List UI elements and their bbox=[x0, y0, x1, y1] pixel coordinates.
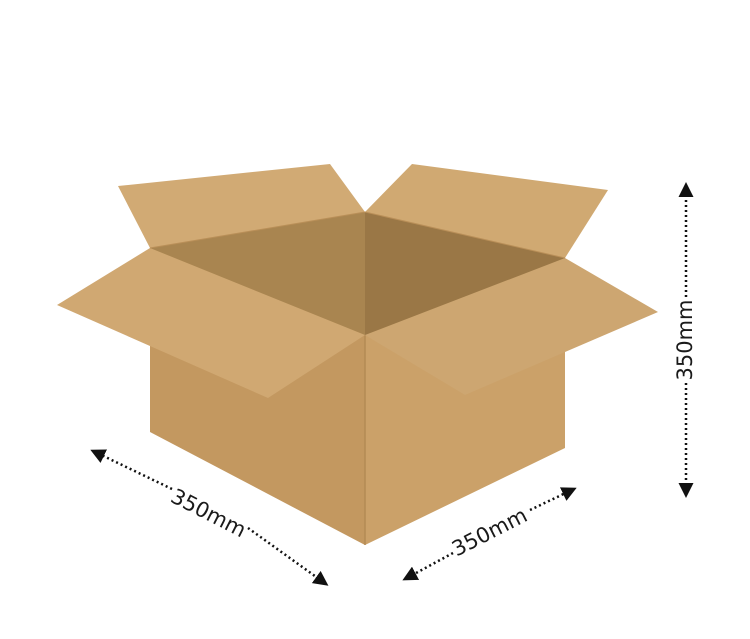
box-flap-back-right bbox=[365, 164, 608, 258]
height-dimension-label: 350mm bbox=[673, 300, 697, 381]
length-dimension-label: 350mm bbox=[167, 484, 250, 542]
width-dimension-line-right bbox=[529, 487, 577, 512]
box-flap-front-right bbox=[365, 258, 658, 395]
length-dimension-line-right bbox=[247, 526, 329, 586]
height-dimension: 350mm bbox=[673, 182, 697, 498]
box-flap-back-left bbox=[118, 164, 365, 248]
box-flap-edges bbox=[149, 211, 566, 259]
box-flap-front-left bbox=[57, 248, 365, 398]
length-dimension-line-left bbox=[90, 449, 173, 491]
box-front-left-face bbox=[150, 335, 365, 545]
width-dimension-line-left bbox=[402, 551, 454, 581]
box-front-right-face bbox=[365, 335, 565, 545]
width-dimension-label: 350mm bbox=[448, 503, 531, 561]
cardboard-box bbox=[57, 164, 658, 545]
